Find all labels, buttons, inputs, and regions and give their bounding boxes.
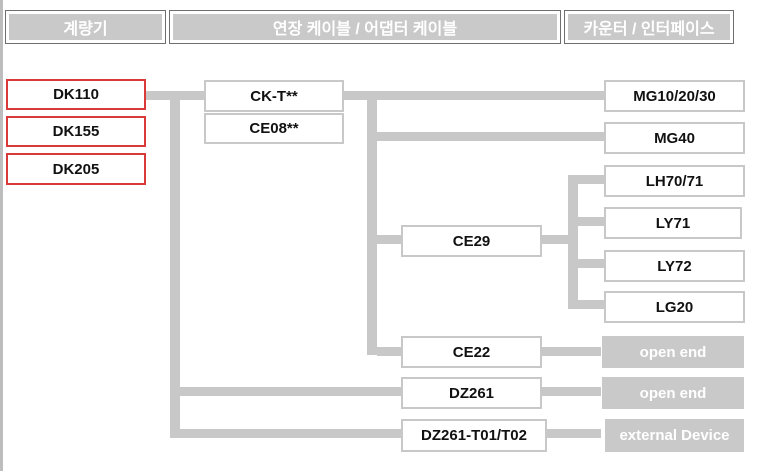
end-open-end-2: open end — [602, 377, 744, 409]
header-counters-label: 카운터 / 인터페이스 — [568, 14, 730, 40]
counter-lh70: LH70/71 — [604, 165, 745, 197]
connector-line — [546, 429, 601, 438]
connector-line — [541, 387, 601, 396]
meter-dk155: DK155 — [6, 116, 146, 147]
connector-line — [367, 91, 377, 355]
connector-line — [343, 91, 605, 100]
cable-ce08: CE08** — [204, 113, 344, 144]
left-rule — [0, 0, 3, 471]
adapter-dz261: DZ261 — [401, 377, 542, 409]
connector-line — [541, 235, 568, 244]
end-open-end: open end — [602, 336, 744, 368]
header-cables-label: 연장 케이블 / 어댑터 케이블 — [173, 14, 557, 40]
connector-line — [541, 347, 601, 356]
connector-line — [578, 175, 605, 184]
connector-line — [578, 217, 605, 226]
header-meter: 계량기 — [5, 10, 166, 44]
counter-ly72: LY72 — [604, 250, 745, 282]
connector-line — [578, 259, 605, 268]
connector-line — [377, 347, 402, 356]
connector-line — [180, 429, 402, 438]
header-meter-label: 계량기 — [9, 14, 162, 40]
connector-line — [568, 175, 578, 309]
meter-dk110: DK110 — [6, 79, 146, 110]
counter-mg40: MG40 — [604, 122, 745, 154]
adapter-dz261-t01-t02: DZ261-T01/T02 — [401, 419, 547, 452]
adapter-ce29: CE29 — [401, 225, 542, 257]
cable-ck-t: CK-T** — [204, 80, 344, 112]
header-counters: 카운터 / 인터페이스 — [564, 10, 734, 44]
counter-lg20: LG20 — [604, 291, 745, 323]
connector-line — [377, 132, 605, 141]
counter-mg10: MG10/20/30 — [604, 80, 745, 112]
header-cables: 연장 케이블 / 어댑터 케이블 — [169, 10, 561, 44]
connector-line — [170, 91, 180, 438]
adapter-ce22: CE22 — [401, 336, 542, 368]
connector-line — [180, 387, 402, 396]
counter-ly71: LY71 — [604, 207, 742, 239]
connector-line — [377, 235, 402, 244]
end-external-device: external Device — [605, 419, 744, 452]
meter-dk205: DK205 — [6, 153, 146, 185]
connector-line — [578, 300, 605, 309]
